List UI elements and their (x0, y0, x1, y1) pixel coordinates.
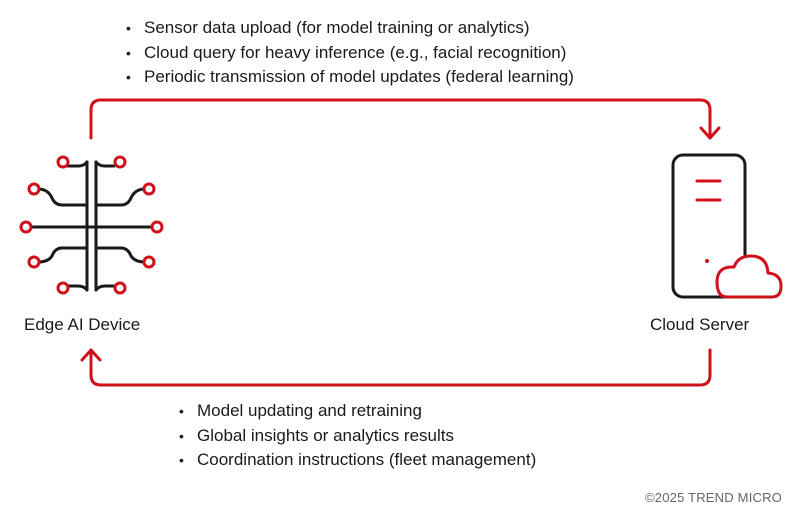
list-item: Coordination instructions (fleet managem… (179, 448, 536, 473)
download-arrow (80, 348, 712, 387)
cloud-server-label: Cloud Server (650, 315, 750, 334)
server-cloud-icon (671, 153, 783, 299)
list-item: Model updating and retraining (179, 399, 536, 424)
list-item: Global insights or analytics results (179, 424, 536, 449)
edge-device-label: Edge AI Device (24, 315, 141, 334)
list-item: Cloud query for heavy inference (e.g., f… (126, 41, 574, 66)
circuit-chip-icon (19, 155, 164, 295)
list-item: Sensor data upload (for model training o… (126, 16, 574, 41)
copyright-notice: ©2025 TREND MICRO (645, 490, 782, 505)
list-item: Periodic transmission of model updates (… (126, 65, 574, 90)
server-tower (671, 153, 747, 299)
download-flow-list: Model updating and retraining Global ins… (179, 399, 536, 473)
upload-flow-list: Sensor data upload (for model training o… (126, 16, 574, 90)
upload-arrow (89, 98, 721, 140)
cloud-shape (715, 254, 783, 299)
